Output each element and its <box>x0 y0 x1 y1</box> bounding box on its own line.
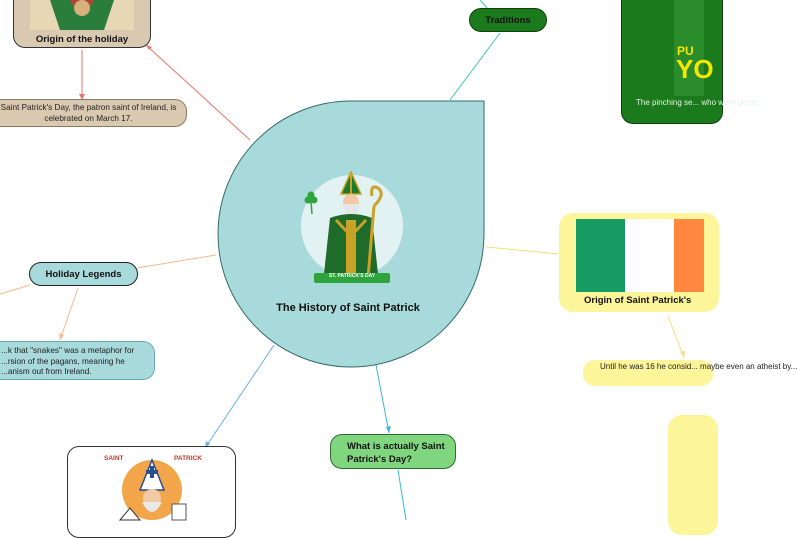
holiday-legends-note[interactable]: ...k that "snakes" was a metaphor for ..… <box>0 341 155 380</box>
origin-holiday-note[interactable]: Saint Patrick's Day, the patron saint of… <box>0 99 187 127</box>
patrick-word: PATRICK <box>174 455 202 462</box>
traditions-poster: PU YO <box>674 0 714 96</box>
traditions-node[interactable]: Traditions <box>469 8 547 32</box>
center-title[interactable]: The History of Saint Patrick <box>276 302 420 314</box>
traditions-card[interactable] <box>621 0 723 124</box>
flag-orange <box>674 219 704 292</box>
flag-green <box>576 219 625 292</box>
what-is-node[interactable]: What is actually Saint Patrick's Day? <box>330 434 456 469</box>
origin-saint-note[interactable]: Until he was 16 he consid... maybe even … <box>583 360 797 386</box>
poster-text-2: YO <box>676 54 714 84</box>
connector-lines <box>0 0 685 521</box>
saint-patrick-illustration <box>304 170 390 283</box>
saint-word: SAINT <box>104 455 124 462</box>
yellow-card-fragment[interactable] <box>668 415 718 535</box>
poster-text-1: PU <box>677 44 694 58</box>
origin-saint-label: Origin of Saint Patrick's <box>584 295 692 306</box>
traditions-note: The pinching se... who were green... <box>636 98 765 107</box>
origin-holiday-label: Origin of the holiday <box>35 33 129 45</box>
flag-white <box>625 219 674 292</box>
saint-icon-art <box>118 457 187 521</box>
holiday-legends-node[interactable]: Holiday Legends <box>29 262 138 286</box>
image-badge: ST. PATRICK'S DAY <box>328 273 376 279</box>
origin-image-fragment <box>30 0 134 30</box>
